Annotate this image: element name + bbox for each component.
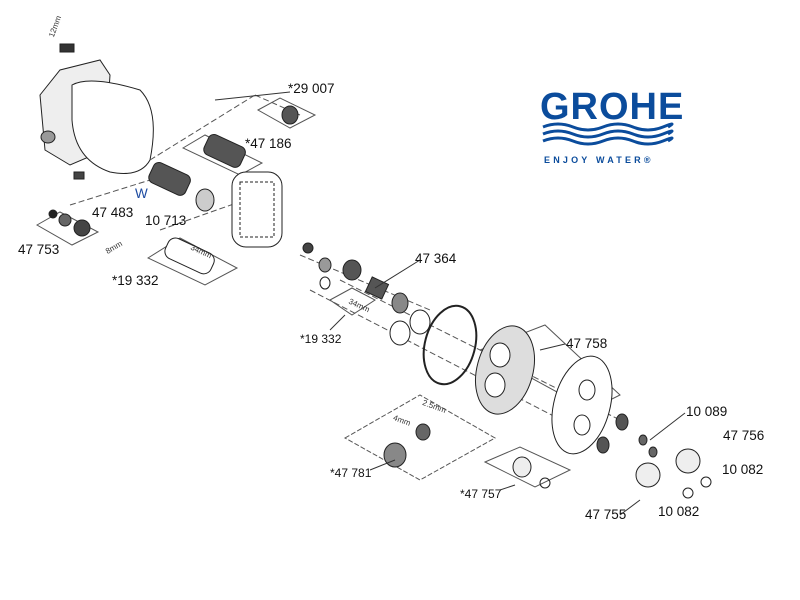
part-label: *19 332 <box>300 332 342 346</box>
part-label: 10 082 <box>658 504 700 519</box>
part-label: *47 757 <box>460 487 502 501</box>
part-label: 10 089 <box>686 404 728 419</box>
mounting-plate <box>231 171 283 248</box>
trim-parts <box>302 242 712 499</box>
part-label: 47 364 <box>415 251 457 266</box>
cartridges <box>48 105 299 275</box>
w-mark: W <box>135 186 148 201</box>
part-label: 10 713 <box>145 213 187 228</box>
part-label: 47 753 <box>18 242 60 257</box>
part-label: *47 186 <box>245 136 292 151</box>
part-label: 47 483 <box>92 205 134 220</box>
part-label: *29 007 <box>288 81 335 96</box>
valve-body <box>39 43 154 180</box>
part-label: 47 756 <box>723 428 765 443</box>
part-label: 47 758 <box>566 336 608 351</box>
grohe-logo: GROHE <box>540 86 685 128</box>
leader-lines <box>214 91 686 516</box>
part-label: *19 332 <box>112 273 159 288</box>
part-label: 47 755 <box>585 507 627 522</box>
logo-waves <box>542 122 674 146</box>
part-label: *47 781 <box>330 466 372 480</box>
part-label: 10 082 <box>722 462 764 477</box>
logo-tagline: ENJOY WATER® <box>544 155 654 165</box>
